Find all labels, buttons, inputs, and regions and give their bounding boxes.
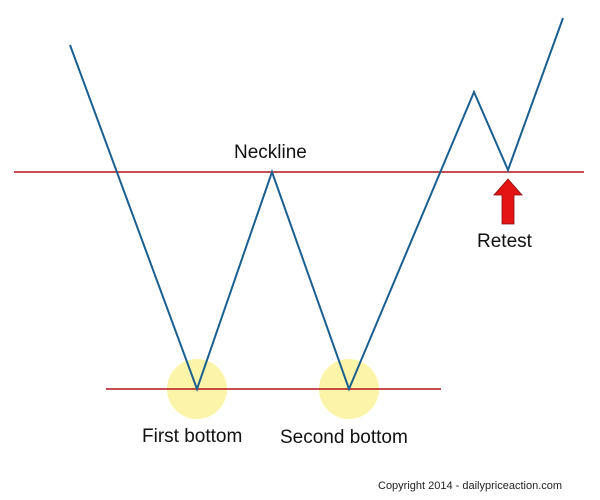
retest-label: Retest	[477, 231, 533, 252]
first-bottom-label: First bottom	[142, 426, 242, 447]
second-bottom-label: Second bottom	[280, 427, 408, 448]
copyright-text: Copyright 2014 - dailypriceaction.com	[378, 480, 562, 492]
price-path	[69, 17, 564, 392]
retest-arrow-icon	[493, 178, 523, 225]
neckline-label: Neckline	[234, 142, 307, 163]
